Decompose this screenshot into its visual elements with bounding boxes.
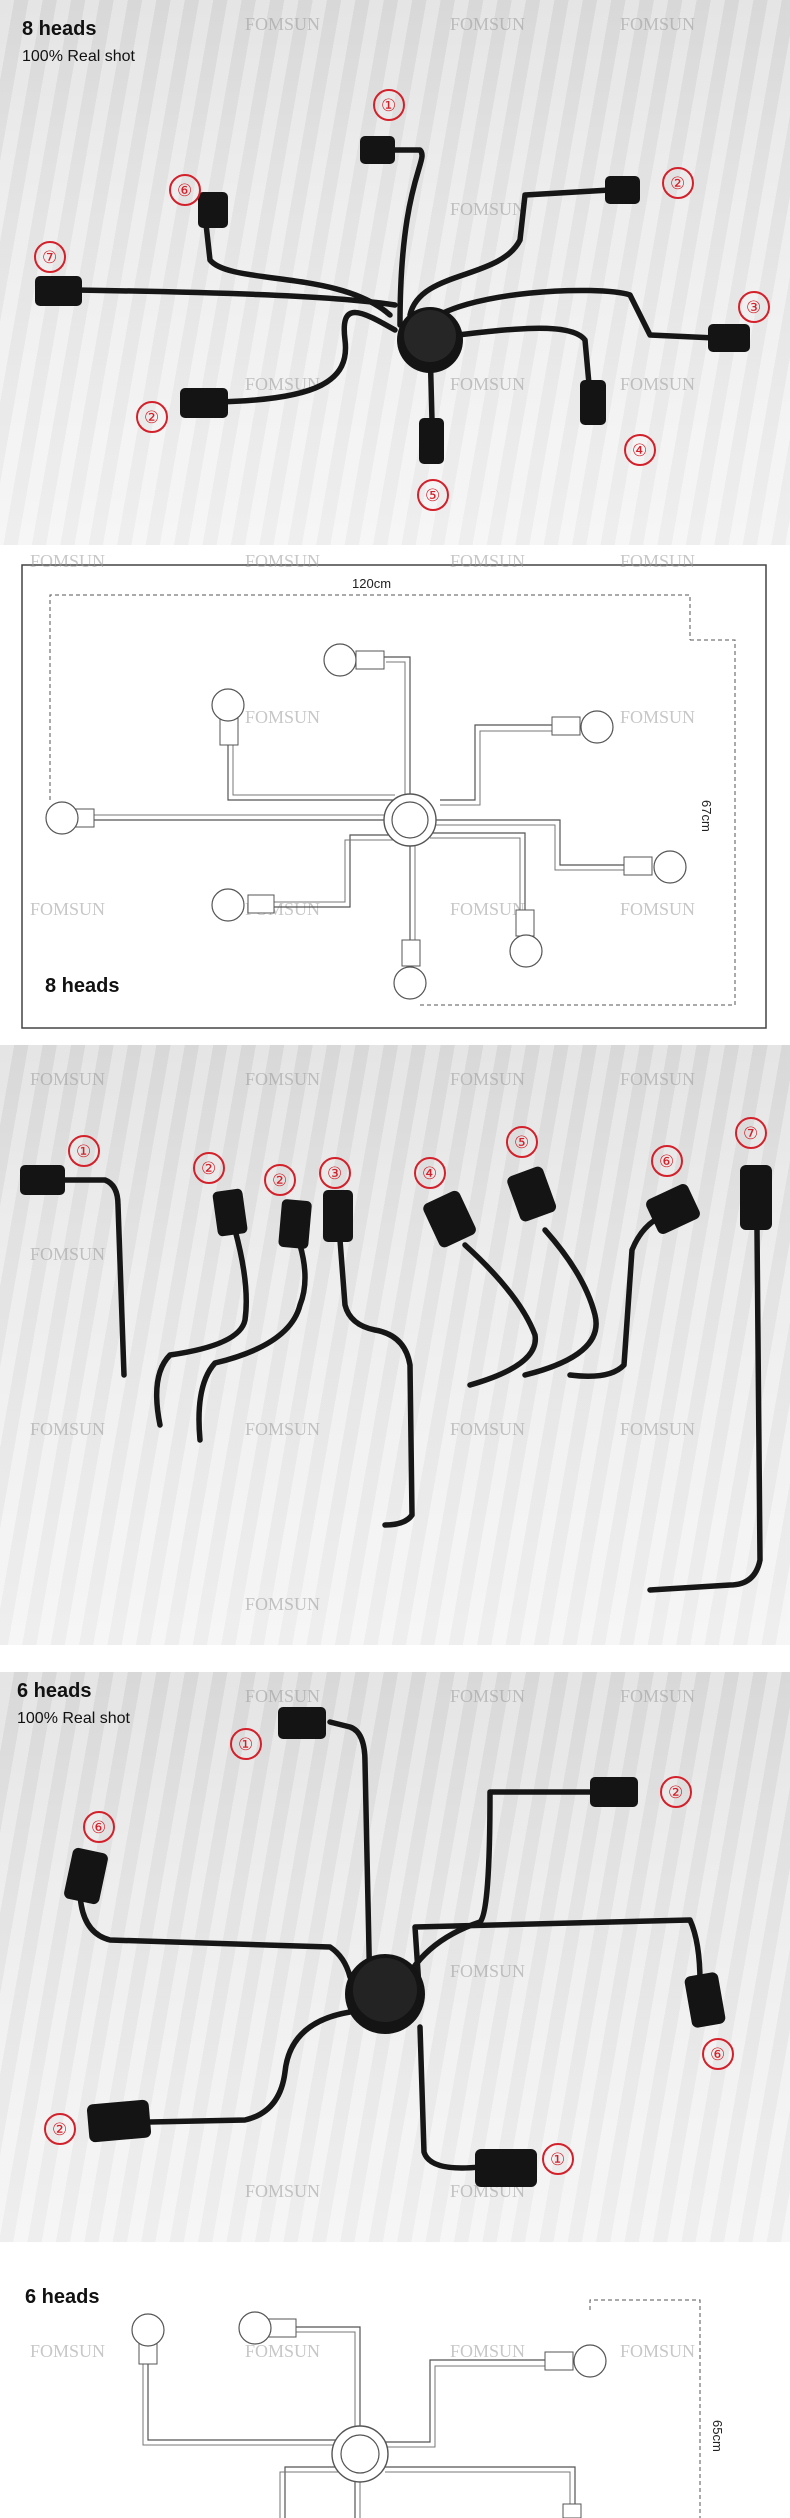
- svg-text:FOMSUN: FOMSUN: [245, 1069, 320, 1089]
- svg-text:FOMSUN: FOMSUN: [450, 551, 525, 571]
- svg-text:FOMSUN: FOMSUN: [245, 1594, 320, 1614]
- section-subtitle: 100% Real shot: [22, 48, 135, 65]
- photo-8-heads: FOMSUN FOMSUN FOMSUN FOMSUN FOMSUN FOMSU…: [0, 0, 790, 545]
- photo-arms: FOMSUN FOMSUN FOMSUN FOMSUN FOMSUN FOMSU…: [0, 1045, 790, 1645]
- section-subtitle: 100% Real shot: [17, 1710, 130, 1727]
- svg-text:FOMSUN: FOMSUN: [620, 1069, 695, 1089]
- svg-text:FOMSUN: FOMSUN: [620, 899, 695, 919]
- svg-text:FOMSUN: FOMSUN: [450, 2341, 525, 2361]
- svg-text:⑥: ⑥: [659, 1152, 674, 1172]
- marker-6: ⑥: [169, 174, 201, 206]
- svg-text:②: ②: [670, 174, 685, 194]
- svg-text:④: ④: [422, 1164, 437, 1184]
- svg-text:FOMSUN: FOMSUN: [620, 2341, 695, 2361]
- svg-text:①: ①: [381, 96, 396, 116]
- svg-text:FOMSUN: FOMSUN: [30, 551, 105, 571]
- svg-text:①: ①: [550, 2150, 565, 2170]
- marker-3: ③: [738, 291, 770, 323]
- width-label: 120cm: [352, 576, 392, 591]
- svg-text:FOMSUN: FOMSUN: [620, 707, 695, 727]
- svg-text:⑦: ⑦: [42, 248, 57, 268]
- diagram-title: 8 heads: [45, 975, 120, 997]
- svg-text:②: ②: [668, 1783, 683, 1803]
- svg-text:②: ②: [272, 1171, 287, 1191]
- dimension-drawing-8-heads: FOMSUN FOMSUN FOMSUN FOMSUN FOMSUN FOMSU…: [21, 551, 767, 1029]
- svg-text:⑥: ⑥: [177, 181, 192, 201]
- section-title: 6 heads: [17, 1680, 92, 1702]
- svg-text:FOMSUN: FOMSUN: [30, 1419, 105, 1439]
- svg-text:FOMSUN: FOMSUN: [245, 374, 320, 394]
- height-label: 65cm: [710, 2420, 725, 2452]
- svg-text:FOMSUN: FOMSUN: [620, 374, 695, 394]
- svg-text:FOMSUN: FOMSUN: [30, 1069, 105, 1089]
- marker-2b: ②: [136, 401, 168, 433]
- svg-text:FOMSUN: FOMSUN: [30, 2341, 105, 2361]
- svg-text:FOMSUN: FOMSUN: [245, 1686, 320, 1706]
- marker-5: ⑤: [417, 479, 449, 511]
- svg-text:FOMSUN: FOMSUN: [450, 1686, 525, 1706]
- marker-4: ④: [624, 434, 656, 466]
- svg-text:⑥: ⑥: [91, 1818, 106, 1838]
- svg-text:FOMSUN: FOMSUN: [450, 1069, 525, 1089]
- arms-layout-illustration: FOMSUN FOMSUN FOMSUN FOMSUN FOMSUN FOMSU…: [20, 1069, 772, 1614]
- svg-text:②: ②: [201, 1159, 216, 1179]
- marker-1: ①: [373, 89, 405, 121]
- svg-text:①: ①: [238, 1735, 253, 1755]
- svg-text:FOMSUN: FOMSUN: [450, 374, 525, 394]
- svg-text:FOMSUN: FOMSUN: [450, 1961, 525, 1981]
- watermark: FOMSUN: [245, 14, 320, 34]
- svg-text:FOMSUN: FOMSUN: [450, 199, 525, 219]
- svg-text:FOMSUN: FOMSUN: [450, 1419, 525, 1439]
- svg-text:FOMSUN: FOMSUN: [245, 2341, 320, 2361]
- svg-text:FOMSUN: FOMSUN: [450, 14, 525, 34]
- svg-text:FOMSUN: FOMSUN: [30, 899, 105, 919]
- svg-text:②: ②: [144, 408, 159, 428]
- svg-text:⑦: ⑦: [743, 1124, 758, 1144]
- diagram-6-heads: FOMSUN FOMSUN FOMSUN FOMSUN 6 heads 65cm: [0, 2242, 790, 2518]
- svg-text:①: ①: [76, 1142, 91, 1162]
- dimension-drawing-6-heads: FOMSUN FOMSUN FOMSUN FOMSUN: [30, 2299, 701, 2518]
- svg-text:FOMSUN: FOMSUN: [245, 2181, 320, 2201]
- svg-text:FOMSUN: FOMSUN: [450, 899, 525, 919]
- svg-text:③: ③: [746, 298, 761, 318]
- svg-text:FOMSUN: FOMSUN: [245, 1419, 320, 1439]
- diagram-title: 6 heads: [25, 2286, 100, 2308]
- marker-2: ②: [662, 167, 694, 199]
- svg-text:FOMSUN: FOMSUN: [245, 551, 320, 571]
- lamp-8-heads-illustration: FOMSUN FOMSUN FOMSUN FOMSUN FOMSUN FOMSU…: [34, 14, 770, 511]
- svg-text:⑤: ⑤: [425, 486, 440, 506]
- photo-6-heads: FOMSUN FOMSUN FOMSUN FOMSUN FOMSUN FOMSU…: [0, 1672, 790, 2242]
- svg-text:FOMSUN: FOMSUN: [620, 551, 695, 571]
- svg-text:FOMSUN: FOMSUN: [245, 707, 320, 727]
- height-label: 67cm: [699, 800, 714, 832]
- diagram-8-heads: FOMSUN FOMSUN FOMSUN FOMSUN FOMSUN FOMSU…: [0, 545, 790, 1045]
- marker-7: ⑦: [34, 241, 66, 273]
- lamp-6-heads-illustration: FOMSUN FOMSUN FOMSUN FOMSUN FOMSUN FOMSU…: [44, 1686, 734, 2201]
- svg-text:④: ④: [632, 441, 647, 461]
- svg-text:②: ②: [52, 2120, 67, 2140]
- svg-text:③: ③: [327, 1164, 342, 1184]
- svg-text:FOMSUN: FOMSUN: [620, 14, 695, 34]
- section-title: 8 heads: [22, 18, 97, 40]
- svg-text:⑥: ⑥: [710, 2045, 725, 2065]
- svg-text:FOMSUN: FOMSUN: [620, 1419, 695, 1439]
- svg-text:FOMSUN: FOMSUN: [620, 1686, 695, 1706]
- svg-text:FOMSUN: FOMSUN: [30, 1244, 105, 1264]
- svg-text:⑤: ⑤: [514, 1133, 529, 1153]
